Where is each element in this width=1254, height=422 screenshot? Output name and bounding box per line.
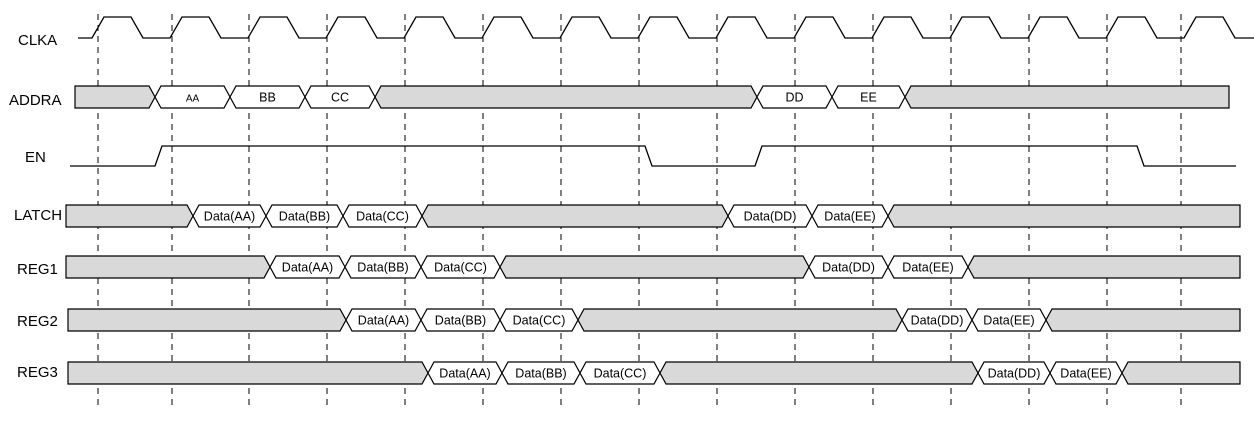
reg3-segment-idle: [1121, 361, 1241, 385]
signal-label-addra: ADDRA: [9, 92, 62, 109]
reg2-segment-label: Data(BB): [435, 314, 486, 328]
addra-segment: [756, 85, 833, 109]
latch-segment: [342, 204, 423, 228]
reg2-segment-label: Data(EE): [983, 314, 1034, 328]
reg3-segment-label: Data(BB): [515, 367, 566, 381]
addra-segment-label: CC: [331, 91, 349, 105]
addra-segment-label: AA: [186, 94, 200, 105]
reg2-segment: [499, 308, 579, 332]
reg3-segment: [501, 361, 581, 385]
signal-label-reg2: REG2: [17, 313, 58, 330]
latch-segment: [811, 204, 889, 228]
reg1-segment-idle: [967, 255, 1241, 279]
addra-segment-label: BB: [259, 91, 276, 105]
reg1-segment-label: Data(EE): [902, 261, 953, 275]
reg2-segment-idle: [1045, 308, 1241, 332]
clka-waveform: [78, 16, 1254, 39]
latch-segment-label: Data(AA): [204, 210, 255, 224]
signal-label-reg3: REG3: [17, 364, 58, 381]
reg2-segment: [901, 308, 973, 332]
reg1-segment: [887, 255, 969, 279]
reg3-segment: [1049, 361, 1123, 385]
addra-segment-idle: [904, 85, 1230, 109]
addra-segment: [831, 85, 906, 109]
latch-segment-idle: [421, 204, 729, 228]
reg1-segment-label: Data(CC): [434, 261, 487, 275]
reg2-segment-idle: [67, 308, 347, 332]
reg3-segment: [427, 361, 503, 385]
reg2-segment: [420, 308, 501, 332]
reg3-segment-idle: [67, 361, 429, 385]
reg1-segment-label: Data(AA): [282, 261, 333, 275]
latch-segment-label: Data(DD): [744, 210, 797, 224]
reg3-segment-label: Data(AA): [439, 367, 490, 381]
reg2-segment-label: Data(AA): [358, 314, 409, 328]
reg2-segment: [345, 308, 422, 332]
signal-label-en: EN: [25, 149, 46, 166]
addra-segment-idle: [74, 85, 156, 109]
latch-segment-idle: [887, 204, 1241, 228]
latch-segment: [192, 204, 267, 228]
addra-segment: [304, 85, 376, 109]
reg3-segment-label: Data(EE): [1060, 367, 1111, 381]
reg1-segment-idle: [65, 255, 271, 279]
addra-segment-label: EE: [860, 91, 877, 105]
latch-segment: [727, 204, 813, 228]
reg2-segment: [971, 308, 1047, 332]
reg1-segment: [808, 255, 889, 279]
latch-segment: [265, 204, 344, 228]
signal-label-latch: LATCH: [14, 207, 63, 224]
reg1-segment: [344, 255, 422, 279]
reg1-segment: [420, 255, 501, 279]
reg1-segment-label: Data(DD): [822, 261, 875, 275]
reg3-segment-label: Data(DD): [988, 367, 1041, 381]
latch-segment-label: Data(BB): [279, 210, 330, 224]
addra-segment-idle: [374, 85, 758, 109]
reg3-segment-label: Data(CC): [594, 367, 647, 381]
reg3-segment: [977, 361, 1051, 385]
reg3-segment-idle: [659, 361, 979, 385]
signal-label-reg1: REG1: [17, 261, 58, 278]
reg1-segment: [269, 255, 346, 279]
reg3-segment: [579, 361, 661, 385]
latch-segment-idle: [65, 204, 194, 228]
reg1-segment-idle: [499, 255, 810, 279]
latch-segment-label: Data(EE): [824, 210, 875, 224]
reg2-segment-idle: [577, 308, 903, 332]
signal-label-clka: CLKA: [18, 32, 58, 49]
en-waveform: [70, 145, 1236, 167]
reg2-segment-label: Data(DD): [911, 314, 964, 328]
reg2-segment-label: Data(CC): [513, 314, 566, 328]
addra-segment: [154, 85, 231, 109]
latch-segment-label: Data(CC): [356, 210, 409, 224]
addra-segment-label: DD: [785, 91, 803, 105]
addra-segment: [229, 85, 306, 109]
reg1-segment-label: Data(BB): [357, 261, 408, 275]
